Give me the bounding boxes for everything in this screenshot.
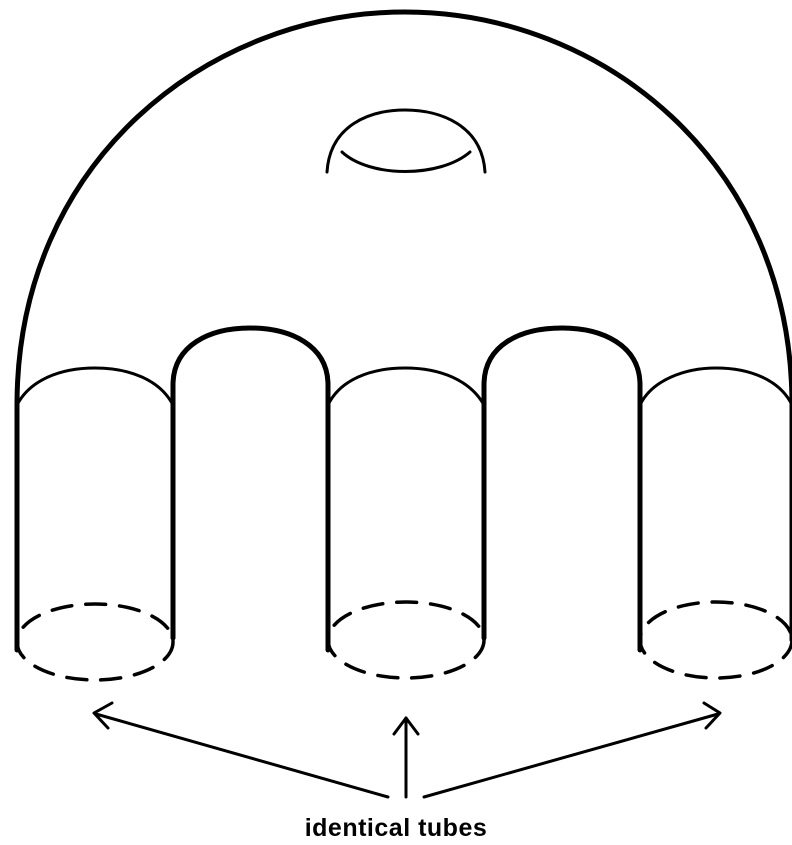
- arch-left: [173, 328, 328, 405]
- caption-label: identical tubes: [0, 814, 792, 843]
- tube-right-top-arc: [640, 368, 792, 405]
- arrow-left-shaft: [96, 714, 388, 797]
- tube-center-opening: [328, 602, 484, 678]
- tube-right-opening: [640, 602, 792, 678]
- tube-left-opening: [17, 604, 173, 680]
- arrow-right-shaft: [424, 714, 718, 797]
- arch-right: [484, 328, 640, 405]
- dome-outline: [17, 12, 792, 405]
- tube-center-top-arc: [328, 368, 484, 405]
- handle-top-arc: [327, 110, 485, 172]
- tube-left-top-arc: [17, 368, 173, 405]
- handle-bottom-arc: [342, 152, 470, 172]
